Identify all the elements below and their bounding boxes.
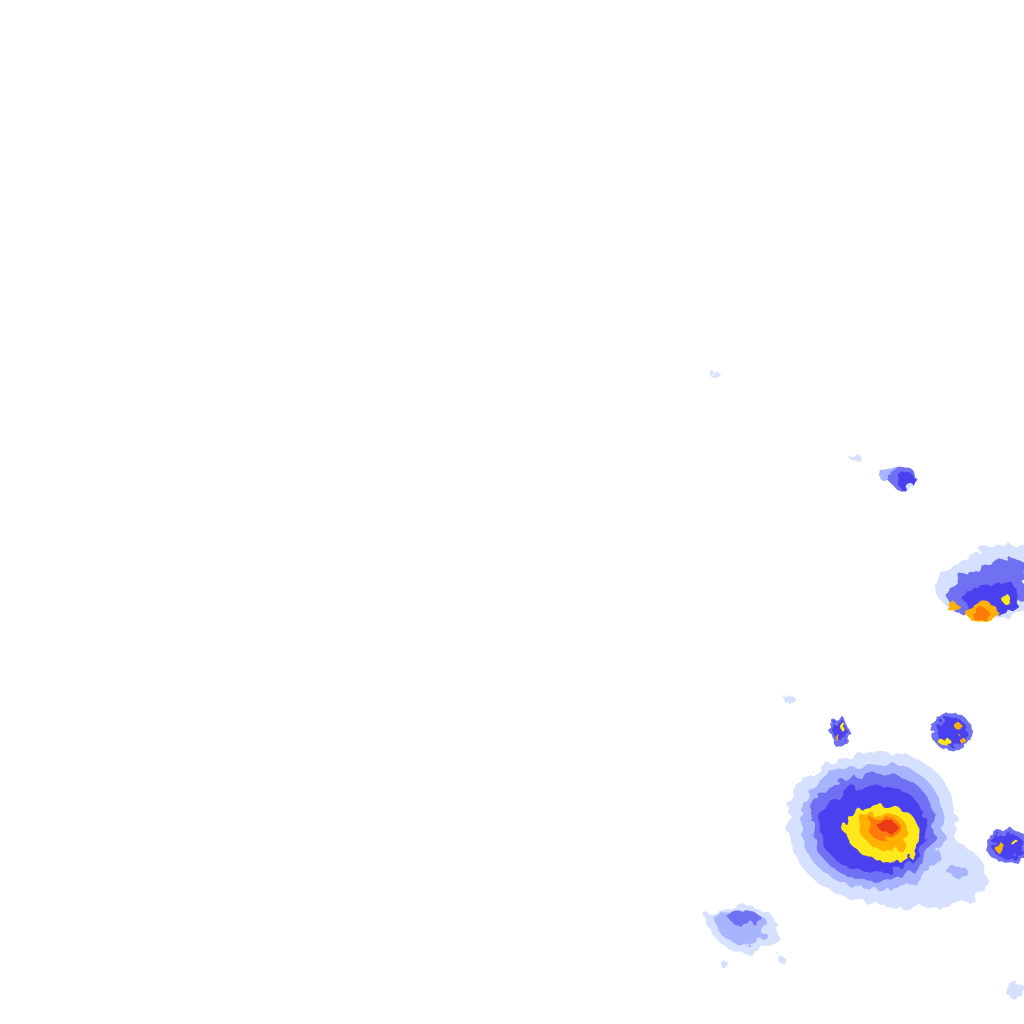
radar-echo-vheavy bbox=[946, 601, 958, 611]
storm-cell-main bbox=[787, 752, 988, 909]
radar-echo-vlight bbox=[849, 454, 861, 460]
radar-echo-extreme bbox=[879, 819, 895, 833]
radar-echo-vheavy bbox=[959, 737, 965, 743]
radar-echo-heavy bbox=[1000, 594, 1010, 602]
radar-echo-vlight bbox=[1005, 982, 1024, 998]
radar-echo-vlight bbox=[710, 372, 720, 378]
storm-cell-round-east bbox=[932, 713, 972, 751]
radar-echo-moderate bbox=[729, 911, 761, 925]
rain-band-southwest bbox=[705, 906, 1024, 998]
radar-echo-vlight bbox=[776, 955, 784, 961]
radar-echo-light bbox=[948, 866, 968, 878]
radar-echo-strong bbox=[834, 719, 846, 741]
radar-echo-heavy bbox=[1010, 839, 1018, 845]
radar-echo-vheavy bbox=[954, 723, 962, 729]
radar-echo-vheavy bbox=[836, 735, 840, 741]
radar-echo-vlight bbox=[721, 962, 729, 968]
radar-echo-vlight bbox=[951, 880, 979, 896]
radar-echo-heavy bbox=[939, 738, 951, 746]
radar-echo-vheavy bbox=[995, 843, 1005, 853]
radar-echo-heavy bbox=[839, 722, 845, 730]
storm-cell-far-east bbox=[986, 829, 1024, 863]
storm-cell-small-west bbox=[784, 696, 849, 748]
storm-cell-small-north bbox=[710, 372, 916, 490]
radar-echo-vlight bbox=[784, 696, 796, 704]
radar-echo-intense bbox=[971, 608, 989, 620]
storm-cell-east-upper bbox=[935, 544, 1024, 622]
radar-echo-vlight bbox=[905, 482, 913, 490]
